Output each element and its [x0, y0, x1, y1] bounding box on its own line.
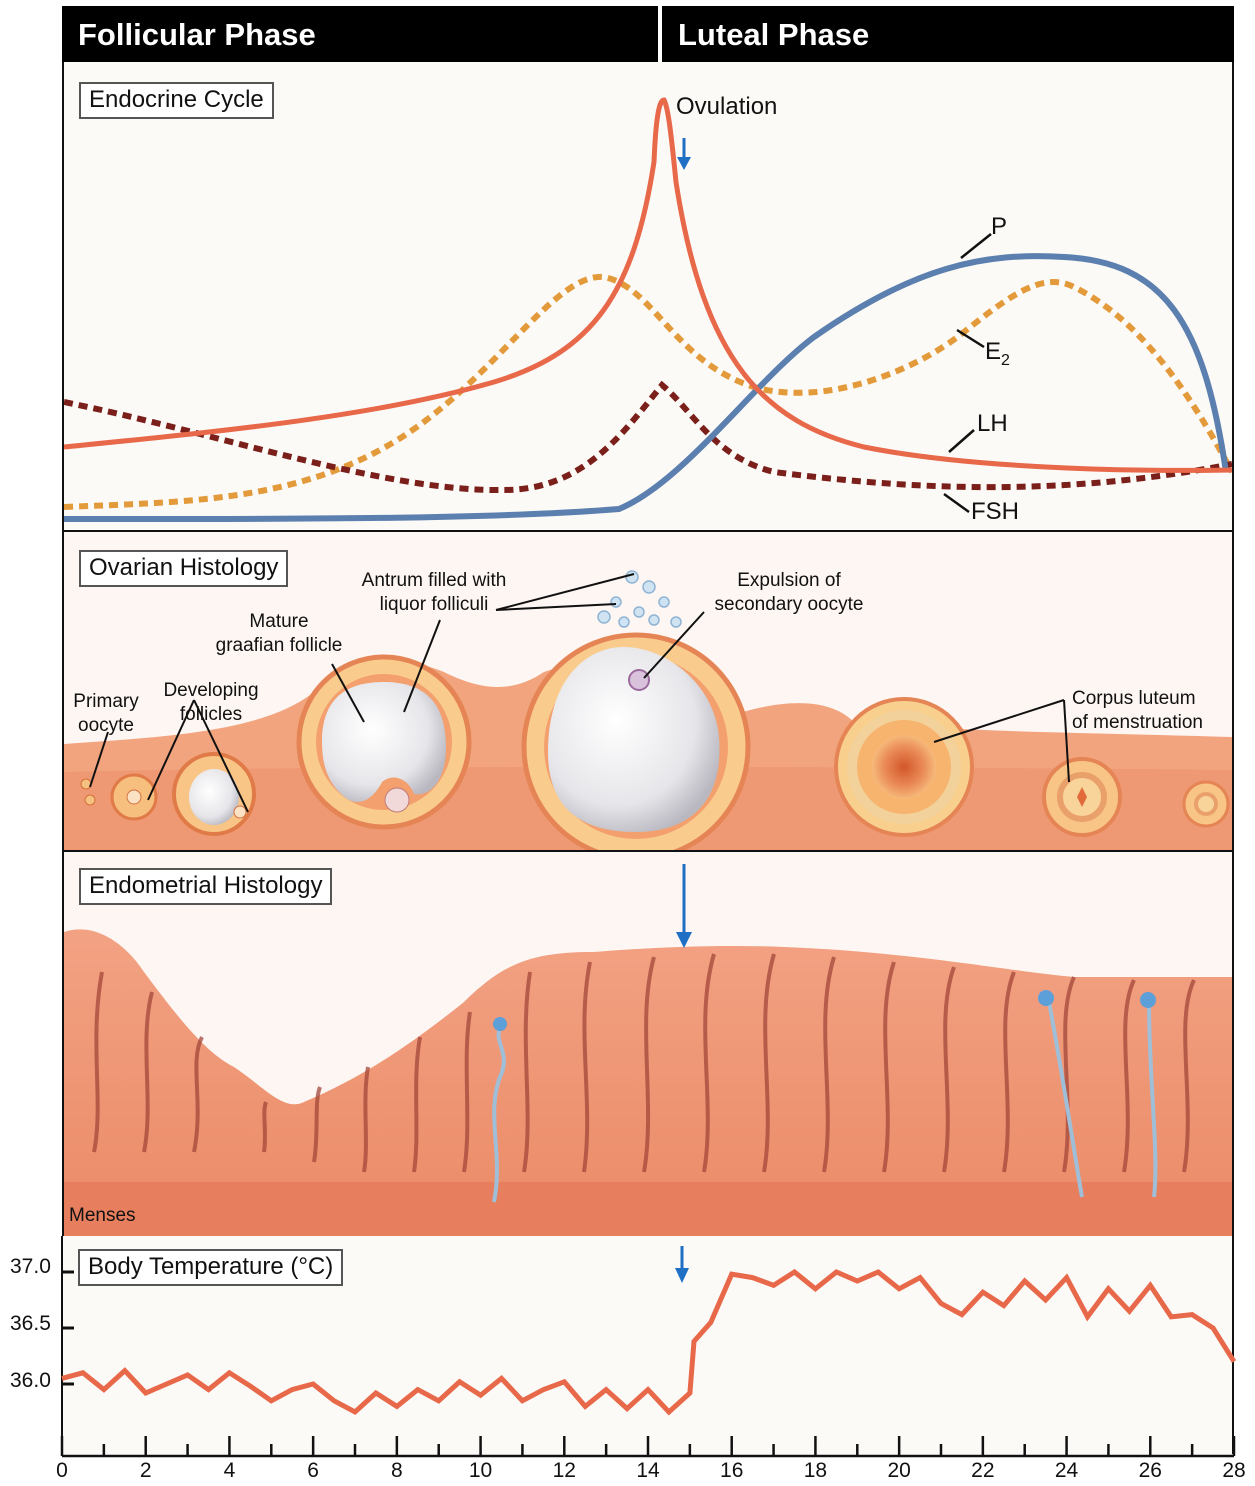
temperature-series	[62, 1272, 1234, 1412]
temperature-title: Body Temperature (°C)	[78, 1249, 343, 1286]
x-tick-label: 14	[628, 1459, 668, 1483]
x-tick-label: 6	[293, 1459, 333, 1483]
x-tick-label: 22	[963, 1459, 1003, 1483]
y-tick-365: 36.5	[10, 1312, 51, 1336]
x-tick-label: 8	[377, 1459, 417, 1483]
y-tick-37: 37.0	[10, 1255, 51, 1279]
x-tick-label: 4	[209, 1459, 249, 1483]
x-tick-label: 26	[1130, 1459, 1170, 1483]
x-tick-label: 16	[712, 1459, 752, 1483]
temperature-ovulation-arrow-icon	[675, 1246, 689, 1283]
x-tick-label: 12	[544, 1459, 584, 1483]
y-tick-36: 36.0	[10, 1369, 51, 1393]
x-tick-label: 20	[879, 1459, 919, 1483]
x-tick-label: 28	[1214, 1459, 1254, 1483]
x-tick-label: 0	[42, 1459, 82, 1483]
x-tick-label: 10	[461, 1459, 501, 1483]
x-tick-label: 2	[126, 1459, 166, 1483]
x-tick-label: 18	[795, 1459, 835, 1483]
x-tick-label: 24	[1047, 1459, 1087, 1483]
